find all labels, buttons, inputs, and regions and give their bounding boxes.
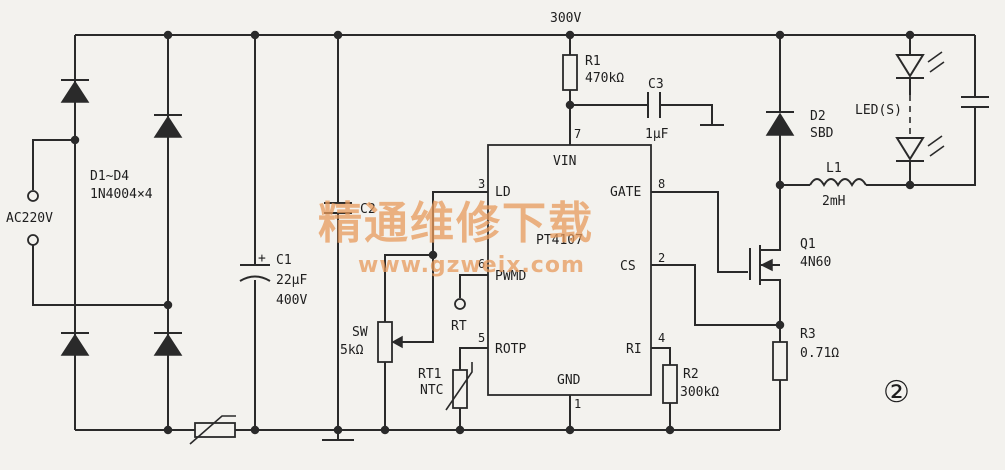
pin-3-label: 3 xyxy=(478,177,485,191)
r2-name: R2 xyxy=(683,367,699,382)
output-cap-wire xyxy=(910,35,976,186)
d1-d4-value: 1N4004×4 xyxy=(90,187,153,202)
capacitor-c2 xyxy=(324,202,352,214)
r2-value: 300kΩ xyxy=(680,385,719,400)
c1-name: C1 xyxy=(276,253,292,268)
ic-ri-pin: RI xyxy=(626,342,642,357)
figure-number: ② xyxy=(883,375,910,410)
l1-name: L1 xyxy=(826,161,842,176)
led-label: LED(S) xyxy=(855,103,902,118)
rt-terminal xyxy=(454,298,466,310)
mosfet-q1 xyxy=(749,190,781,325)
watermark-title: 精通维修下载 xyxy=(318,198,594,249)
d2-name: D2 xyxy=(810,109,826,124)
ic-gnd-pin: GND xyxy=(557,373,581,388)
resistor-r3 xyxy=(772,341,788,381)
c3-name: C3 xyxy=(648,77,664,92)
sw-wiper-wire xyxy=(394,255,434,343)
watermark-url: www.gzweix.com xyxy=(358,253,585,278)
sw-wiper-arrow xyxy=(391,335,403,349)
rotp-wire xyxy=(459,347,488,430)
sw-value: 5kΩ xyxy=(340,343,364,358)
sw-wire xyxy=(384,254,433,430)
output-capacitor xyxy=(961,96,989,108)
pin-6-label: 6 xyxy=(478,257,485,271)
c2-name: C2 xyxy=(360,202,376,217)
c1-voltage: 400V xyxy=(276,293,307,308)
pin-5-label: 5 xyxy=(478,331,485,345)
gate-wire xyxy=(651,191,748,273)
bus-voltage-label: 300V xyxy=(550,11,581,26)
c3-value: 1μF xyxy=(645,127,669,142)
diode-d4 xyxy=(153,332,183,356)
pin-1-label: 1 xyxy=(574,397,581,411)
ac-wire-top xyxy=(32,139,75,190)
l1-value: 2mH xyxy=(822,194,845,209)
r1-name: R1 xyxy=(585,54,601,69)
ground-symbol xyxy=(322,430,354,441)
diode-d3 xyxy=(60,332,90,356)
capacitor-c1 xyxy=(239,264,271,282)
pin-2-label: 2 xyxy=(658,251,665,265)
potentiometer-sw xyxy=(377,321,393,363)
sw-name: SW xyxy=(352,325,368,340)
led-top xyxy=(895,51,945,79)
ic-gate-pin: GATE xyxy=(610,185,641,200)
ic-cs-pin: CS xyxy=(620,259,636,274)
c1-value: 22μF xyxy=(276,273,307,288)
ic-vin-pin: VIN xyxy=(553,154,576,169)
c3-wire xyxy=(570,104,713,125)
r3-name: R3 xyxy=(800,327,816,342)
diode-d1 xyxy=(60,79,90,103)
pin-4-label: 4 xyxy=(658,331,665,345)
q1-type: 4N60 xyxy=(800,255,831,270)
inductor-l1 xyxy=(809,178,867,187)
ac-terminal-bottom xyxy=(27,234,39,246)
r3-value: 0.71Ω xyxy=(800,346,839,361)
ic-rotp-pin: ROTP xyxy=(495,342,526,357)
resistor-r1 xyxy=(562,54,578,91)
d2-type: SBD xyxy=(810,126,834,141)
pwmd-wire xyxy=(459,274,488,298)
ac-label: AC220V xyxy=(6,211,53,226)
ntc-thermistor xyxy=(189,415,236,445)
resistor-r2 xyxy=(662,364,678,404)
pin-7-label: 7 xyxy=(574,127,581,141)
c1-plus-sign: + xyxy=(258,251,266,266)
thermistor-rt1 xyxy=(445,362,473,411)
rt-label: RT xyxy=(451,319,467,334)
led-bottom xyxy=(895,135,945,162)
pin-8-label: 8 xyxy=(658,177,665,191)
rt1-name: RT1 xyxy=(418,367,441,382)
ld-wire xyxy=(432,191,488,255)
cs-wire xyxy=(651,264,780,326)
d1-d4-label: D1~D4 xyxy=(90,169,129,184)
ac-wire-bottom xyxy=(32,245,168,306)
ac-terminal-top xyxy=(27,190,39,202)
capacitor-c3 xyxy=(647,92,661,118)
ic-part-number: PT4107 xyxy=(536,233,583,248)
ic-ld-pin: LD xyxy=(495,185,511,200)
ic-pwmd-pin: PWMD xyxy=(495,269,526,284)
ri-wire xyxy=(651,347,671,430)
diode-d2 xyxy=(153,114,183,138)
r1-value: 470kΩ xyxy=(585,71,624,86)
rt1-type: NTC xyxy=(420,383,443,398)
diode-d2-sbd xyxy=(765,111,795,136)
q1-name: Q1 xyxy=(800,237,816,252)
